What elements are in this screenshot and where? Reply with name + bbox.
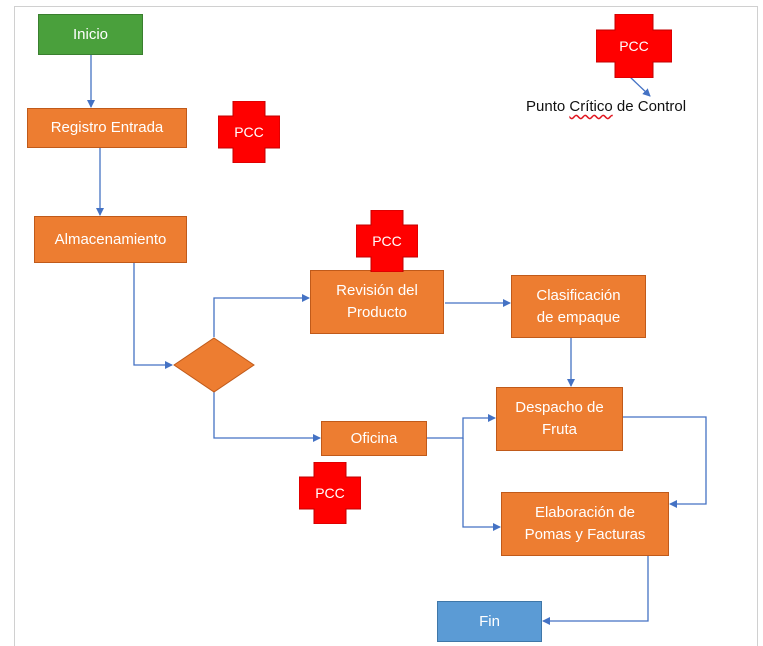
pcc-oficina-marker: PCC: [298, 461, 362, 525]
pcc-revision-label: PCC: [372, 233, 402, 249]
node-despacho-fruta: Despacho de Fruta: [496, 387, 623, 451]
node-clasificacion-empaque: Clasificación de empaque: [511, 275, 646, 338]
pcc-oficina-label: PCC: [315, 485, 345, 501]
legend-text-end: de Control: [612, 98, 687, 115]
node-clasificacion-empaque-label: Clasificación de empaque: [536, 286, 621, 326]
node-revision-producto: Revisión del Producto: [310, 270, 444, 334]
connector-despacho-elaboracion: [623, 416, 707, 508]
node-revision-producto-label: Revisión del Producto: [336, 282, 418, 321]
legend-text-misspelled: Crítico: [569, 98, 613, 115]
node-despacho-fruta-label: Despacho de Fruta: [515, 399, 604, 438]
legend-text-start: Punto: [526, 98, 570, 115]
connector-elaboracion-fin: [542, 556, 649, 625]
pcc-registro-marker: PCC: [217, 100, 281, 164]
node-registro-entrada: Registro Entrada: [27, 108, 187, 148]
node-almacenamiento-label: Almacenamiento: [54, 230, 167, 248]
node-oficina-label: Oficina: [350, 429, 398, 447]
connector-legend-pointer: [628, 75, 651, 97]
connector-decision-oficina: [213, 392, 321, 442]
pcc-legend-text: Punto Crítico de Control: [526, 98, 686, 115]
node-elaboracion-pomas: Elaboración de Pomas y Facturas: [501, 492, 669, 556]
connector-almacenamiento-decision: [133, 263, 173, 369]
node-oficina: Oficina: [321, 421, 427, 456]
connector-decision-revision: [213, 294, 310, 337]
node-fin-label: Fin: [479, 612, 500, 630]
node-fin: Fin: [437, 601, 542, 642]
decision-diamond: [173, 337, 255, 393]
pcc-legend-marker: PCC: [595, 13, 673, 79]
connector-oficina-elaboracion: [462, 438, 501, 531]
connector-oficina-despacho: [427, 414, 496, 439]
pcc-registro-label: PCC: [234, 124, 264, 140]
diagram-frame: [14, 6, 758, 646]
pcc-legend-label: PCC: [619, 38, 649, 54]
node-inicio-label: Inicio: [72, 25, 109, 43]
node-almacenamiento: Almacenamiento: [34, 216, 187, 263]
node-inicio: Inicio: [38, 14, 143, 55]
node-elaboracion-pomas-label: Elaboración de Pomas y Facturas: [524, 504, 646, 543]
node-registro-entrada-label: Registro Entrada: [50, 119, 164, 136]
pcc-revision-marker: PCC: [355, 209, 419, 273]
